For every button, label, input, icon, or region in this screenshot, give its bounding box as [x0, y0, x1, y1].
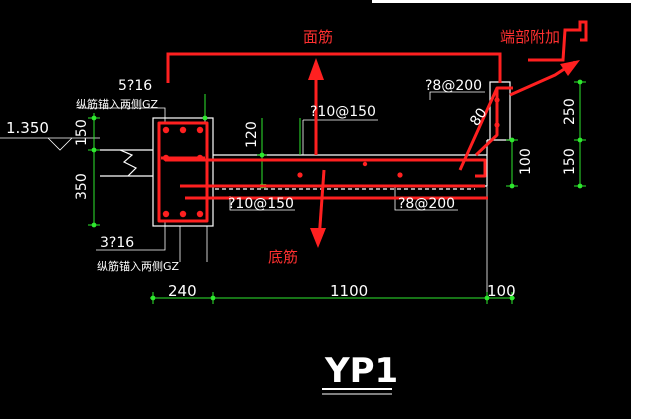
break-symbol — [119, 149, 138, 177]
end-extra-rebar — [458, 86, 513, 171]
dimension-texts: 150 350 120 250 150 100 240 1100 100 — [74, 98, 578, 300]
dim-250-right: 250 — [562, 98, 578, 125]
window-edge-band — [631, 0, 653, 419]
dim-100-bottom: 100 — [487, 282, 516, 300]
left-bars-top-label: 5?16 — [118, 78, 152, 94]
top-rebar-label: ?10@150 — [310, 104, 376, 120]
window-edge-line — [372, 0, 631, 3]
note-texts: 面筋 底筋 端部附加 — [268, 28, 560, 266]
top-bar-note: 面筋 — [303, 28, 333, 46]
leader-top-left — [78, 107, 166, 122]
left-bars-bottom-label: 3?16 — [100, 235, 134, 251]
stirrup-top-label: ?8@200 — [425, 78, 482, 94]
leader-bottom-left — [96, 222, 166, 251]
dim-240-bottom: 240 — [168, 282, 197, 300]
dim-1100-bottom: 1100 — [330, 282, 368, 300]
bottom-bar-note: 底筋 — [268, 248, 298, 266]
bottom-rebar-label: ?10@150 — [228, 196, 294, 212]
dim-100-right: 100 — [518, 148, 534, 175]
dim-120-mid: 120 — [244, 121, 260, 148]
end-extra-note: 端部附加 — [500, 28, 560, 46]
rebar-dots — [162, 97, 500, 218]
stirrup-bottom-label: ?8@200 — [398, 196, 455, 212]
dim-350-left: 350 — [74, 173, 90, 200]
left-anchor-bottom-label: 纵筋锚入两侧GZ — [97, 259, 180, 273]
leader-stirrup-top — [429, 91, 485, 100]
elevation-label: 1.350 — [6, 119, 49, 137]
upstand-rebar — [474, 88, 499, 157]
dim-150-left: 150 — [74, 119, 90, 146]
beam-section-outline — [152, 117, 214, 227]
note-arrowheads — [308, 58, 580, 248]
top-slab-rebar — [165, 158, 487, 178]
dim-150-right: 150 — [562, 148, 578, 175]
elevation-triangle — [47, 137, 73, 151]
end-note-hook — [528, 20, 588, 62]
leader-stirrup-bottom — [394, 186, 458, 211]
leader-bottom-rebar — [229, 196, 295, 211]
top-note-bracket — [166, 52, 502, 83]
column-stirrup — [157, 121, 209, 223]
left-anchor-top-label: 纵筋锚入两侧GZ — [76, 97, 159, 111]
drawing-title: YP1 — [324, 351, 398, 391]
upstand-outline — [487, 81, 511, 141]
